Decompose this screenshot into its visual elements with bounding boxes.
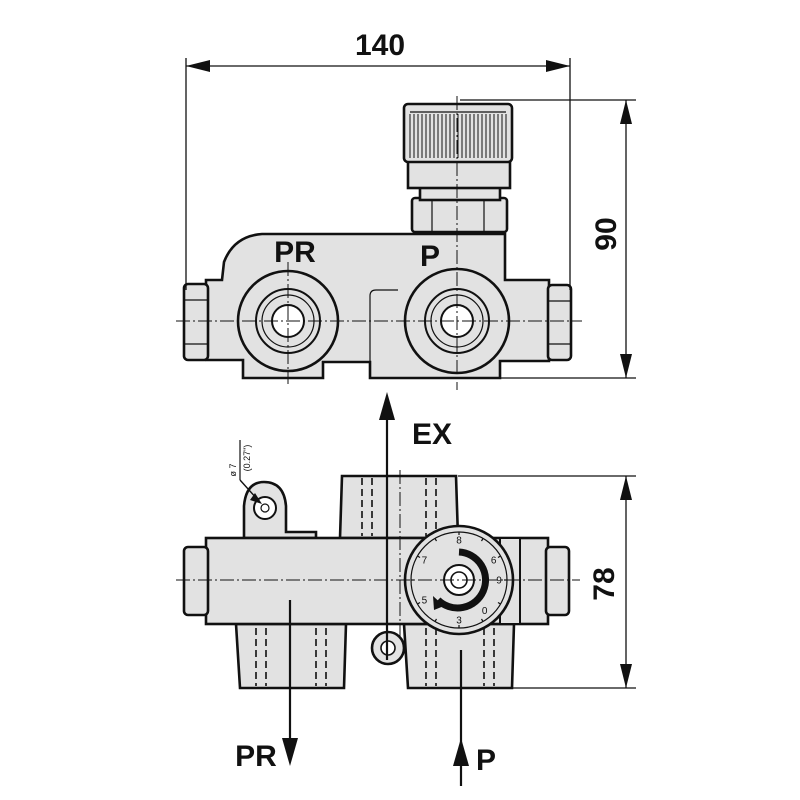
dial-tick [434,538,438,542]
left-nut [182,282,210,362]
dial-number: 7 [422,556,428,567]
height-bottom-dimension-value: 78 [588,567,621,600]
dial-number: 6 [491,556,497,567]
knurl-lines [409,114,507,158]
right-nut [546,283,573,362]
dimension-height-bottom: 78 [458,475,636,689]
hex-nut [410,196,509,234]
dial-tick [480,538,484,542]
mounting-ear [242,480,318,540]
ex-label: EX [412,418,452,451]
dial-tick [497,601,501,605]
dial-tick [417,601,421,605]
top-view [176,96,582,390]
pr-label-bottom: PR [235,740,277,773]
pr-arrow: PR [235,600,298,773]
dial-tick [497,555,501,559]
height-top-dimension-value: 90 [590,217,623,250]
p-label-top: P [420,240,440,273]
dial-arc [435,548,490,612]
dial-tick [434,618,438,622]
dimension-height-top: 90 [460,99,636,379]
pr-label-top: PR [274,236,316,269]
right-nut-bottom [544,545,571,617]
dial-number: 0 [482,606,488,617]
width-dimension-value: 140 [355,29,405,62]
dimension-width: 140 [185,29,571,290]
dial-number: 9 [496,576,502,587]
knob-base [406,158,512,190]
p-arrow: P [453,650,496,786]
ex-arrow: EX [379,392,452,660]
hole-diameter-label: ø 7 [228,463,238,476]
left-nut-bottom [182,545,210,617]
dial-number: 3 [456,616,462,627]
hole-callout: ø 7 (0.27") [228,440,262,504]
dial-number: 8 [456,536,462,547]
dial-tick [480,618,484,622]
dial-number: 5 [422,596,428,607]
hole-inch-label: (0.27") [242,445,252,472]
p-label-bottom: P [476,744,496,777]
bottom-view: 8 6 7 9 5 3 0 [176,470,580,690]
dial-tick [417,555,421,559]
